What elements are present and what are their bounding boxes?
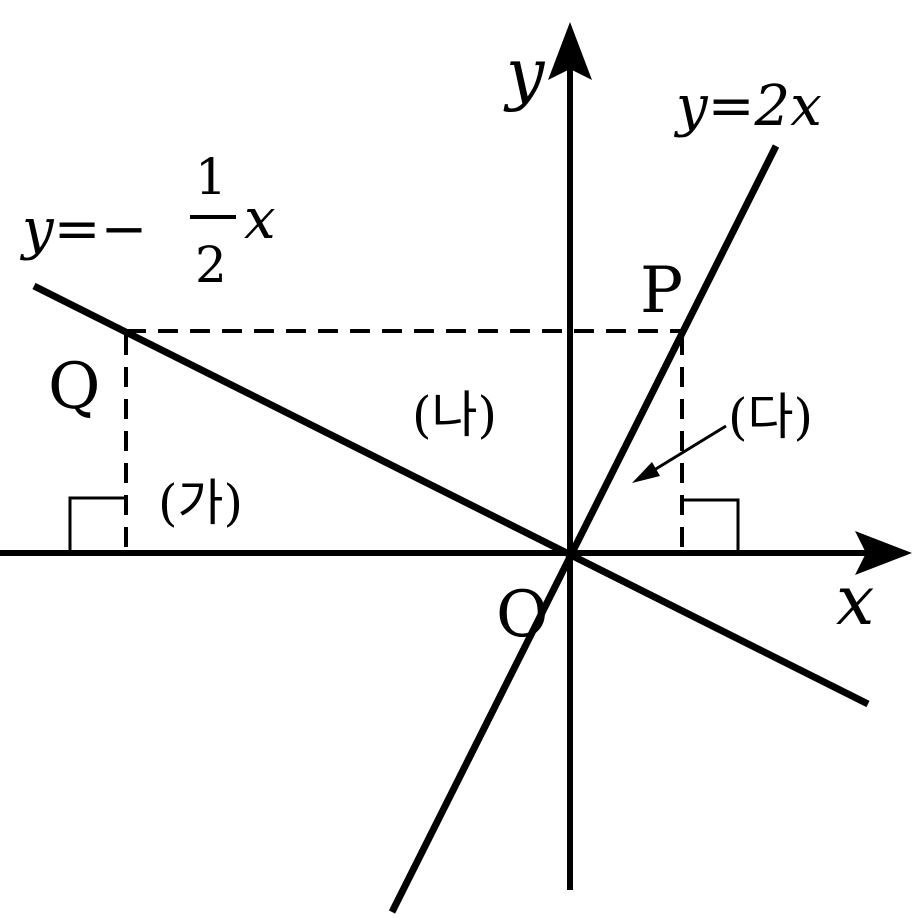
x-axis-label: x — [836, 562, 874, 641]
line-neg-half-label-var: x — [244, 187, 276, 252]
origin-label: O — [496, 578, 548, 652]
y-axis-label: y — [503, 35, 546, 114]
right-angle-marker-q — [68, 496, 126, 553]
region-ga-label: (가) — [158, 474, 243, 532]
line-neg-half-label-lhs: y=− — [19, 197, 147, 262]
point-p-label: P — [640, 254, 683, 328]
region-da-pointer-arrowhead — [632, 462, 660, 483]
x-axis-arrowhead — [855, 531, 912, 575]
region-da-pointer-arrow — [645, 424, 727, 477]
line-2x-label-lhs: y=2 — [673, 74, 790, 139]
line-y-equals-2x — [388, 144, 780, 914]
line-y-equals-neg-half-x — [32, 282, 870, 708]
line-2x-label: y=2x — [673, 74, 822, 139]
region-da-label: (다) — [728, 388, 813, 446]
region-na-label: (나) — [412, 386, 497, 444]
line-neg-half-label-denominator: 2 — [195, 236, 227, 294]
line-neg-half-label-numerator: 1 — [195, 148, 227, 206]
y-axis-arrowhead — [548, 22, 592, 80]
right-angle-marker-p — [682, 498, 740, 553]
point-q-label: Q — [48, 350, 100, 424]
line-2x-label-var: x — [790, 74, 822, 139]
